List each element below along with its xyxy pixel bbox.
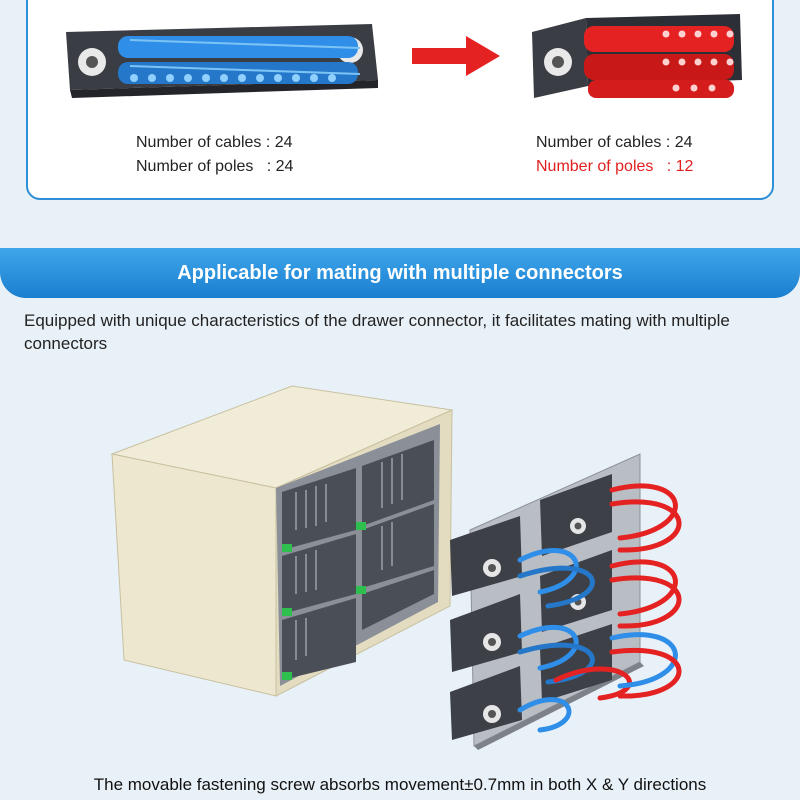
section-title: Applicable for mating with multiple conn…	[177, 261, 623, 284]
spec-after: Number of cables : 24 Number of poles : …	[536, 131, 693, 179]
spec-before-cables: Number of cables : 24	[136, 134, 293, 151]
section-description: Equipped with unique characteristics of …	[24, 311, 730, 353]
connector-12-pole-illustration	[532, 14, 742, 98]
plate-connectors	[450, 474, 612, 740]
cable-loops	[517, 483, 682, 733]
cabinet-connector-modules	[282, 440, 434, 680]
connector-24-pole-illustration	[66, 24, 378, 98]
spec-before-poles: Number of poles : 24	[136, 158, 294, 175]
arrow-right-icon	[412, 36, 500, 76]
spec-before: Number of cables : 24 Number of poles : …	[136, 131, 293, 179]
cabinet-front	[111, 453, 277, 697]
illustration-caption: The movable fastening screw absorbs move…	[93, 775, 707, 794]
drawer-connector-illustration	[110, 385, 682, 750]
spec-after-poles: Number of poles : 12	[536, 158, 694, 175]
section-banner: Applicable for mating with multiple conn…	[0, 248, 800, 298]
spec-after-cables: Number of cables : 24	[536, 134, 693, 151]
